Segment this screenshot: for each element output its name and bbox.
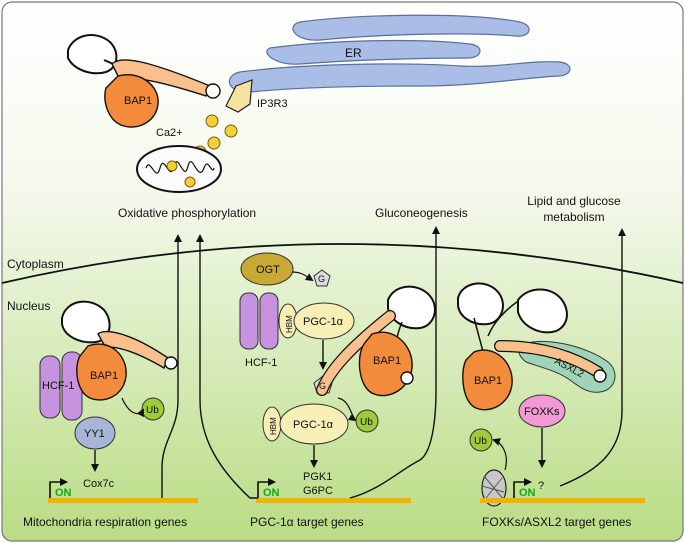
cox7c-label: Cox7c — [83, 478, 115, 490]
nucleus-label: Nucleus — [7, 299, 50, 313]
pgk1-label: PGK1 — [303, 471, 332, 483]
bap1-cytoplasm — [67, 34, 221, 128]
ca-label: Ca2+ — [156, 127, 183, 139]
ogt-label: OGT — [256, 264, 280, 276]
mitochondrion — [136, 145, 222, 193]
ip3r3-label: IP3R3 — [257, 98, 288, 110]
right-module — [457, 228, 645, 507]
bap1-label-top: BAP1 — [124, 95, 152, 107]
hbm-label-lower: HBM — [269, 417, 278, 435]
middle-module — [196, 226, 440, 503]
g-label-top: G — [318, 274, 325, 284]
on-label-middle: ON — [263, 487, 280, 499]
on-label-left: ON — [55, 487, 72, 499]
on-label-right: ON — [519, 487, 536, 499]
er-label: ER — [345, 46, 362, 60]
ub-label-middle: Ub — [360, 417, 373, 428]
hbm-label-top: HBM — [285, 315, 294, 333]
bap1-label-middle: BAP1 — [373, 355, 401, 367]
nuclear-membrane — [1, 243, 684, 284]
pgc-genes-label: PGC-1α target genes — [250, 515, 364, 529]
pgc1a-label-top: PGC-1α — [303, 316, 344, 328]
cytoplasm-label: Cytoplasm — [7, 257, 64, 271]
bap1-label-left: BAP1 — [90, 370, 118, 382]
lipid-label-line1: Lipid and glucose — [527, 194, 621, 208]
lipid-label-line2: metabolism — [543, 210, 604, 224]
ip3r3-channel — [225, 79, 253, 113]
g6pc-label: G6PC — [303, 485, 333, 497]
question-label: ? — [538, 480, 544, 492]
left-module — [39, 234, 198, 503]
gluconeo-label: Gluconeogenesis — [375, 206, 468, 220]
foxk-genes-label: FOXKs/ASXL2 target genes — [482, 515, 631, 529]
er-organelle — [228, 14, 571, 93]
oxphos-label: Oxidative phosphorylation — [118, 206, 256, 220]
ub-label-right: Ub — [474, 436, 487, 447]
g-label-lower: G — [319, 381, 326, 391]
hcf1-label-middle: HCF-1 — [245, 357, 277, 369]
yy1-label: YY1 — [84, 428, 105, 440]
ub-label-left: Ub — [146, 405, 159, 416]
mito-genes-label: Mitochondria respiration genes — [23, 515, 187, 529]
pgc1a-label-lower: PGC-1α — [293, 419, 334, 431]
hcf1-label-left: HCF-1 — [42, 380, 74, 392]
bap1-label-right: BAP1 — [474, 375, 502, 387]
foxks-label: FOXKs — [524, 406, 560, 418]
